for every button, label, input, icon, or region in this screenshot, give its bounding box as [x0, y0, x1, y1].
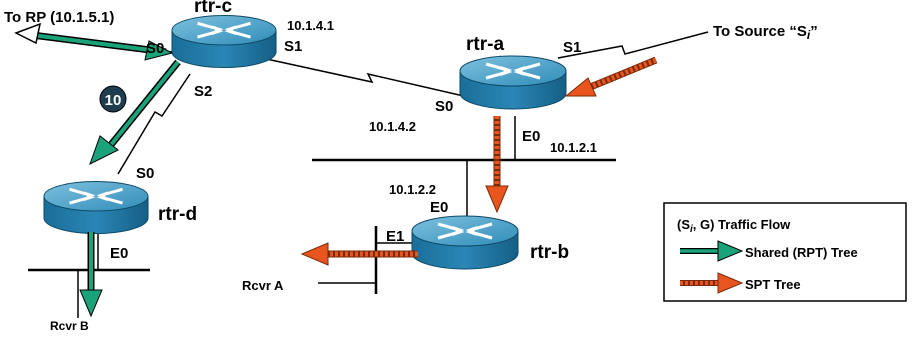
legend: (Si, G) Traffic Flow Shared (RPT) Tree S…	[663, 202, 907, 302]
spt-arrow-b-rcvr	[300, 242, 418, 266]
to-rp-label: To RP (10.1.5.1)	[4, 9, 114, 26]
rtr-c-s1-label: S1	[284, 38, 302, 55]
rtr-a-s1-label: S1	[563, 39, 581, 56]
serial-link-c-a	[261, 57, 469, 98]
rtr-a-e0-label: E0	[522, 128, 540, 145]
router-rtr-b[interactable]	[410, 215, 520, 271]
rtr-c-s2-label: S2	[194, 83, 212, 100]
shared-tree-arrow-rp	[14, 22, 174, 61]
router-rtr-c[interactable]	[170, 14, 278, 70]
rtr-d-s0-label: S0	[136, 165, 154, 182]
rtr-a-s0-address: 10.1.4.2	[369, 119, 416, 134]
rcvr-b-label: Rcvr B	[50, 319, 89, 333]
rcvr-a-label: Rcvr A	[242, 278, 284, 293]
labels: To RP (10.1.5.1) rtr-c 10.1.4.1 S0 S1 S2…	[4, 0, 818, 333]
rtr-c-name: rtr-c	[194, 0, 232, 17]
router-rtr-d[interactable]	[42, 180, 150, 236]
rtr-b-name: rtr-b	[530, 242, 569, 263]
shared-tree-flows	[14, 22, 181, 318]
rtr-b-e0-label: E0	[430, 199, 448, 216]
serial-link-a-source	[557, 31, 709, 59]
to-source-label: To Source “Si”	[713, 23, 818, 42]
rtr-d-e0-label: E0	[110, 245, 128, 262]
serial-link-c-d	[117, 73, 191, 175]
rtr-a-s0-label: S0	[435, 98, 453, 115]
rtr-b-e1-label: E1	[386, 228, 404, 245]
rtr-c-s1-address: 10.1.4.1	[287, 18, 334, 33]
spt-tree-flows	[300, 56, 658, 266]
rtr-c-s0-label: S0	[146, 40, 164, 57]
legend-spt-label: SPT Tree	[745, 277, 801, 292]
legend-shared-label: Shared (RPT) Tree	[745, 245, 858, 260]
legend-title: (Si, G) Traffic Flow	[677, 217, 791, 235]
spt-arrow-a-b	[485, 116, 509, 214]
legend-shared-swatch	[680, 240, 744, 262]
shared-tree-arrow-d-rcvr	[79, 232, 103, 318]
rtr-b-e0-address: 10.1.2.2	[389, 182, 436, 197]
rtr-d-name: rtr-d	[158, 204, 197, 225]
spt-arrow-source-a	[564, 56, 658, 97]
rtr-a-e0-address: 10.1.2.1	[550, 140, 597, 155]
legend-spt-swatch	[680, 272, 744, 294]
links	[28, 31, 709, 318]
router-rtr-a[interactable]	[458, 55, 568, 111]
step-number: 10	[105, 92, 122, 109]
rtr-a-name: rtr-a	[466, 34, 504, 55]
shared-tree-arrow-c-d	[89, 59, 181, 166]
step-badge: 10	[99, 85, 127, 113]
